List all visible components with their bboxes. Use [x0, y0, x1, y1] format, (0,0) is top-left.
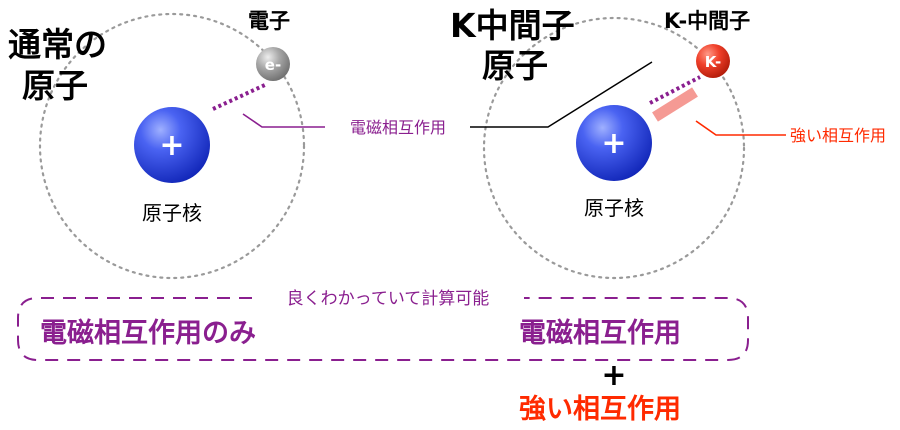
summary-strong-text: 強い相互作用: [519, 394, 681, 425]
right-nucleus-label: 原子核: [584, 196, 644, 220]
left-nucleus-label: 原子核: [142, 201, 202, 225]
electron-particle: [256, 47, 290, 81]
em-leader-left: [242, 113, 325, 128]
left-atom-title-line2: 原子: [22, 66, 88, 105]
left-atom: 通常の 原子 電子 e- + 原子核: [8, 9, 306, 280]
right-atom-title-line1: K中間子: [450, 6, 575, 45]
em-interaction-label: 電磁相互作用: [350, 118, 446, 137]
summary-left-text: 電磁相互作用のみ: [40, 318, 256, 349]
left-em-interaction-line: [212, 82, 268, 111]
summary-right-text: 電磁相互作用: [519, 318, 681, 349]
summary: 良くわかっていて計算可能 電磁相互作用のみ 電磁相互作用 + 強い相互作用: [17, 289, 749, 425]
strong-leader-line: [695, 120, 786, 136]
summary-dashed-box: [17, 297, 749, 361]
left-orbit: [38, 12, 306, 280]
right-orbit: [482, 16, 746, 280]
em-leader-right: [470, 61, 653, 128]
summary-box-label: 良くわかっていて計算可能: [287, 289, 490, 309]
left-nucleus: [134, 107, 210, 183]
electron-symbol: e-: [265, 56, 281, 74]
electron-label: 電子: [248, 9, 290, 33]
left-nucleus-symbol: +: [159, 128, 184, 163]
em-callout: 電磁相互作用: [242, 61, 653, 137]
strong-interaction-label: 強い相互作用: [790, 126, 886, 145]
kaon-label: K-中間子: [664, 9, 750, 33]
kaon-symbol: K-: [705, 53, 722, 71]
summary-plus: +: [601, 358, 626, 393]
right-atom-title-line2: 原子: [482, 46, 548, 85]
left-atom-title-line1: 通常の: [8, 25, 107, 64]
right-nucleus: [576, 105, 652, 181]
kaon-particle: [696, 44, 730, 78]
strong-interaction-bar: [652, 87, 698, 122]
right-nucleus-symbol: +: [601, 126, 626, 161]
right-atom: K中間子 原子 K-中間子 K- + 原子核 強い相互作用: [450, 6, 886, 280]
